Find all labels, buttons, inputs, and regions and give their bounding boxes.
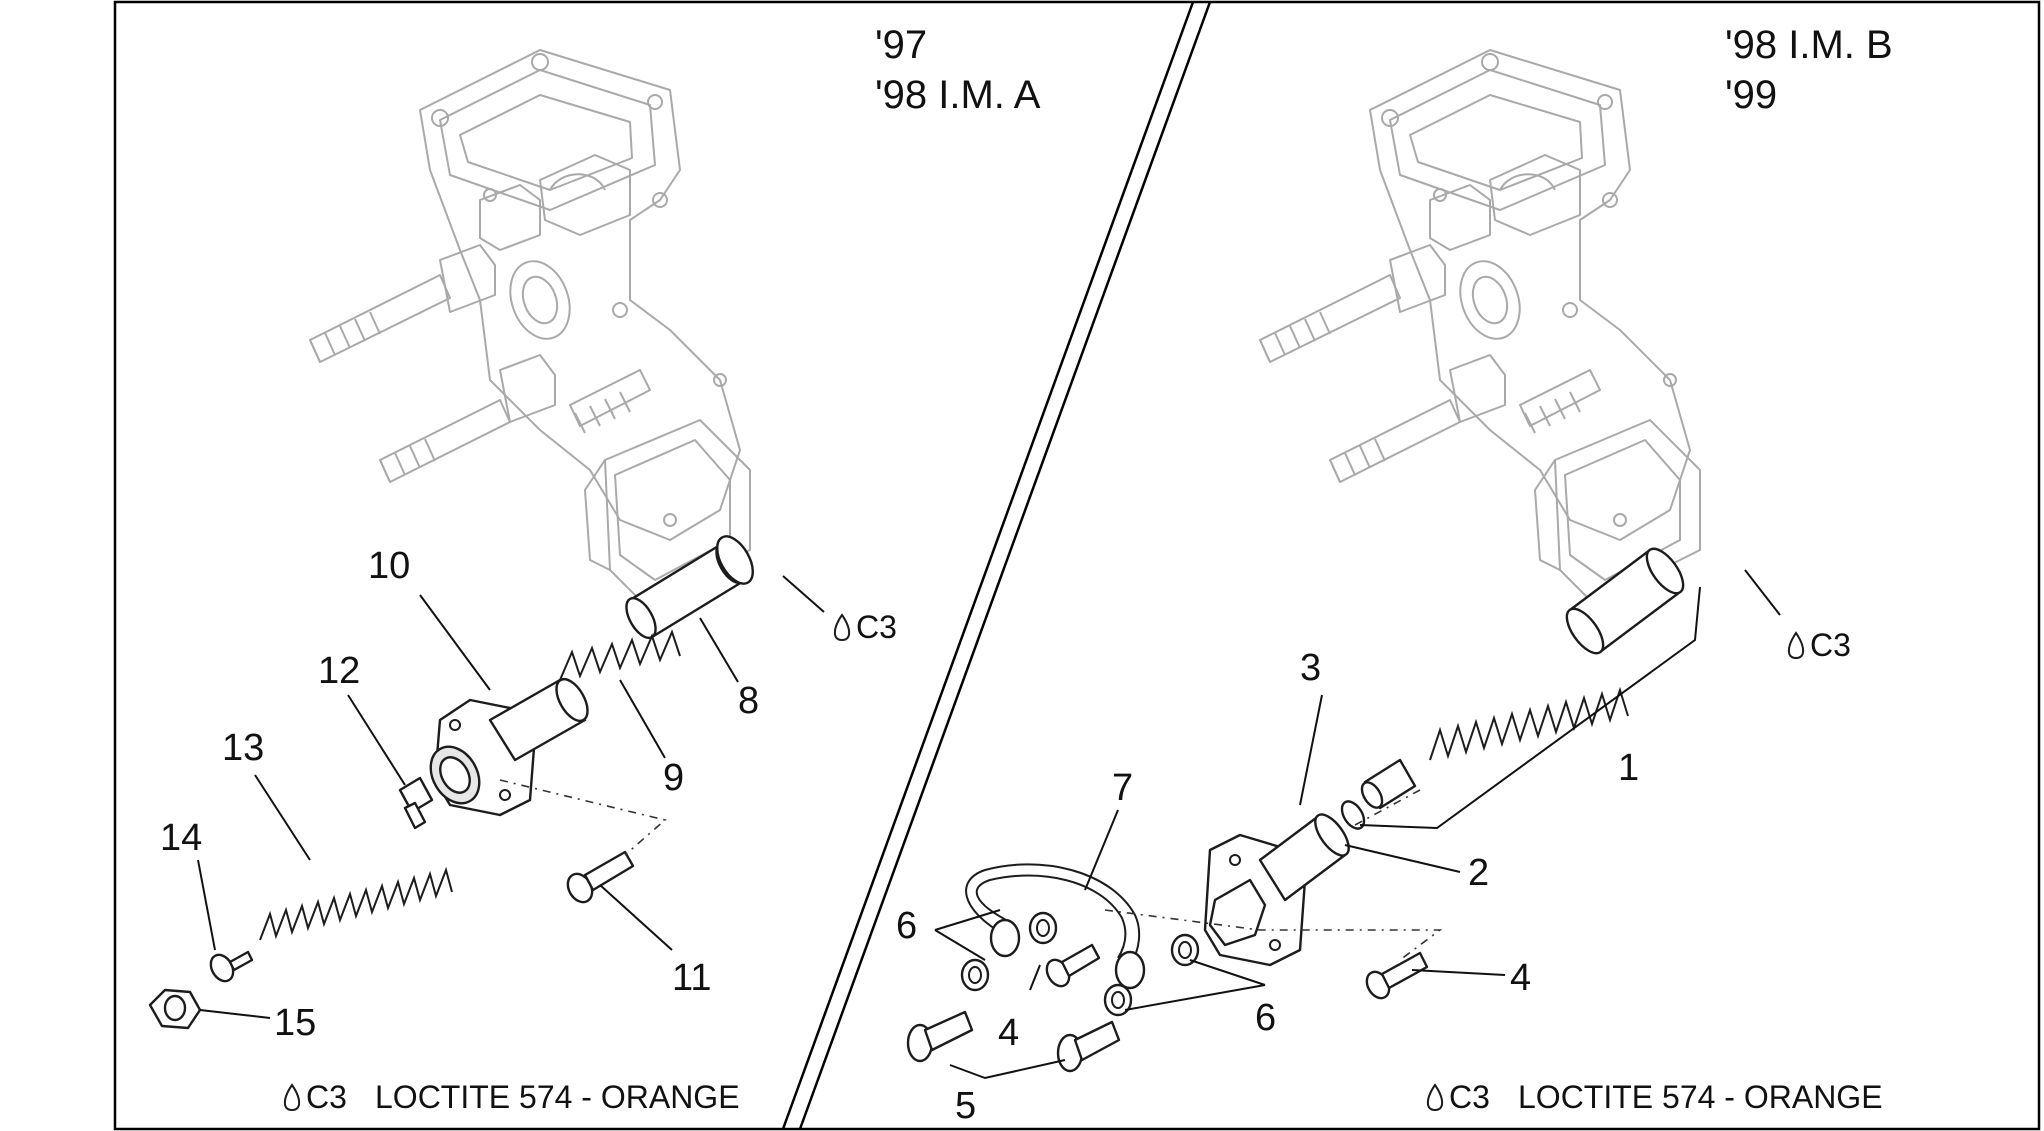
left-crankcase-outline — [309, 49, 751, 611]
part-1-tube — [1565, 547, 1685, 655]
part-5-banjo-bolts — [906, 1010, 1121, 1073]
leader-3 — [1299, 694, 1323, 806]
part-2-oring — [1340, 800, 1366, 830]
right-assembly-line-2 — [1354, 789, 1421, 826]
right-model-line2: '99 — [1725, 73, 1777, 117]
part-7-pipe — [965, 863, 1141, 966]
right-model-line1: '98 I.M. B — [1725, 23, 1893, 67]
callout-11: 11 — [672, 957, 711, 999]
leader-5 — [949, 1059, 1066, 1080]
part-3-valve-body — [1203, 813, 1350, 967]
right-footer-text: LOCTITE 574 - ORANGE — [1518, 1079, 1883, 1115]
callout-10: 10 — [368, 545, 410, 587]
left-c3-mark: C3 — [856, 609, 897, 645]
leader-2 — [1344, 844, 1461, 873]
leader-7 — [1084, 809, 1119, 891]
leader-4-left — [1029, 964, 1041, 991]
part-6-washers — [960, 911, 1200, 1017]
leader-12 — [347, 694, 406, 786]
leader-13 — [254, 774, 311, 861]
leader-9 — [619, 679, 666, 759]
part-15-nut — [148, 988, 202, 1030]
callout-1: 1 — [1618, 747, 1639, 789]
right-panel: '98 I.M. B '99 — [896, 23, 1893, 1127]
callout-8: 8 — [738, 680, 759, 722]
leader-8 — [699, 617, 739, 683]
part-13-spring — [259, 866, 453, 941]
part-1-spring — [1429, 686, 1629, 761]
diagram-frame — [113, 0, 2041, 1131]
left-footer-drop-icon — [283, 1083, 301, 1112]
right-c3-mark: C3 — [1810, 627, 1851, 663]
callout-13: 13 — [222, 727, 264, 769]
leader-1 — [1359, 586, 1701, 830]
right-crankcase-outline — [1259, 49, 1701, 611]
right-footer-c3-mark: C3 — [1449, 1079, 1490, 1115]
callout-9: 9 — [663, 757, 684, 799]
callout-14: 14 — [160, 817, 202, 859]
leader-6-left — [934, 909, 1001, 961]
right-loctite-drop-icon — [1787, 631, 1805, 660]
left-model-line1: '97 — [875, 23, 927, 67]
part-10-valve-body — [429, 677, 589, 817]
callout-2: 2 — [1468, 852, 1489, 894]
callout-7: 7 — [1112, 767, 1133, 809]
left-assembly-line — [499, 779, 667, 856]
callout-3: 3 — [1300, 647, 1321, 689]
callout-6-right: 6 — [1255, 997, 1276, 1039]
callout-12: 12 — [318, 650, 360, 692]
leader-15 — [199, 1009, 271, 1019]
leader-11 — [599, 884, 673, 951]
callout-15: 15 — [274, 1002, 316, 1044]
left-panel: '97 '98 I.M. A — [148, 23, 1041, 1115]
right-assembly-line — [1104, 909, 1443, 961]
left-model-line2: '98 I.M. A — [875, 73, 1041, 117]
leader-4-right — [1411, 969, 1506, 976]
callout-4-right: 4 — [1510, 957, 1531, 999]
left-footer-c3-mark: C3 — [306, 1079, 347, 1115]
part-8-tube — [625, 535, 754, 640]
left-footer-text: LOCTITE 574 - ORANGE — [375, 1079, 740, 1115]
part-9-spring — [559, 629, 681, 681]
part-12-nozzle — [398, 776, 434, 830]
part-4-bolts — [1045, 943, 1429, 1000]
leader-6-right — [1124, 959, 1266, 1011]
part-14-screw — [209, 950, 254, 983]
part-1-cap — [1360, 758, 1417, 810]
callout-4-left: 4 — [998, 1012, 1019, 1054]
leader-c3-right — [1744, 569, 1781, 616]
leader-c3-left — [782, 575, 825, 613]
leader-10 — [419, 594, 491, 691]
panel-divider-a — [781, 1, 1195, 1130]
right-footer-drop-icon — [1426, 1083, 1444, 1112]
callout-5: 5 — [955, 1085, 976, 1127]
panel-divider-b — [798, 1, 1212, 1130]
part-11-bolt — [566, 850, 635, 904]
leader-14 — [197, 859, 216, 951]
left-loctite-drop-icon — [833, 613, 851, 642]
callout-6-left: 6 — [896, 905, 917, 947]
